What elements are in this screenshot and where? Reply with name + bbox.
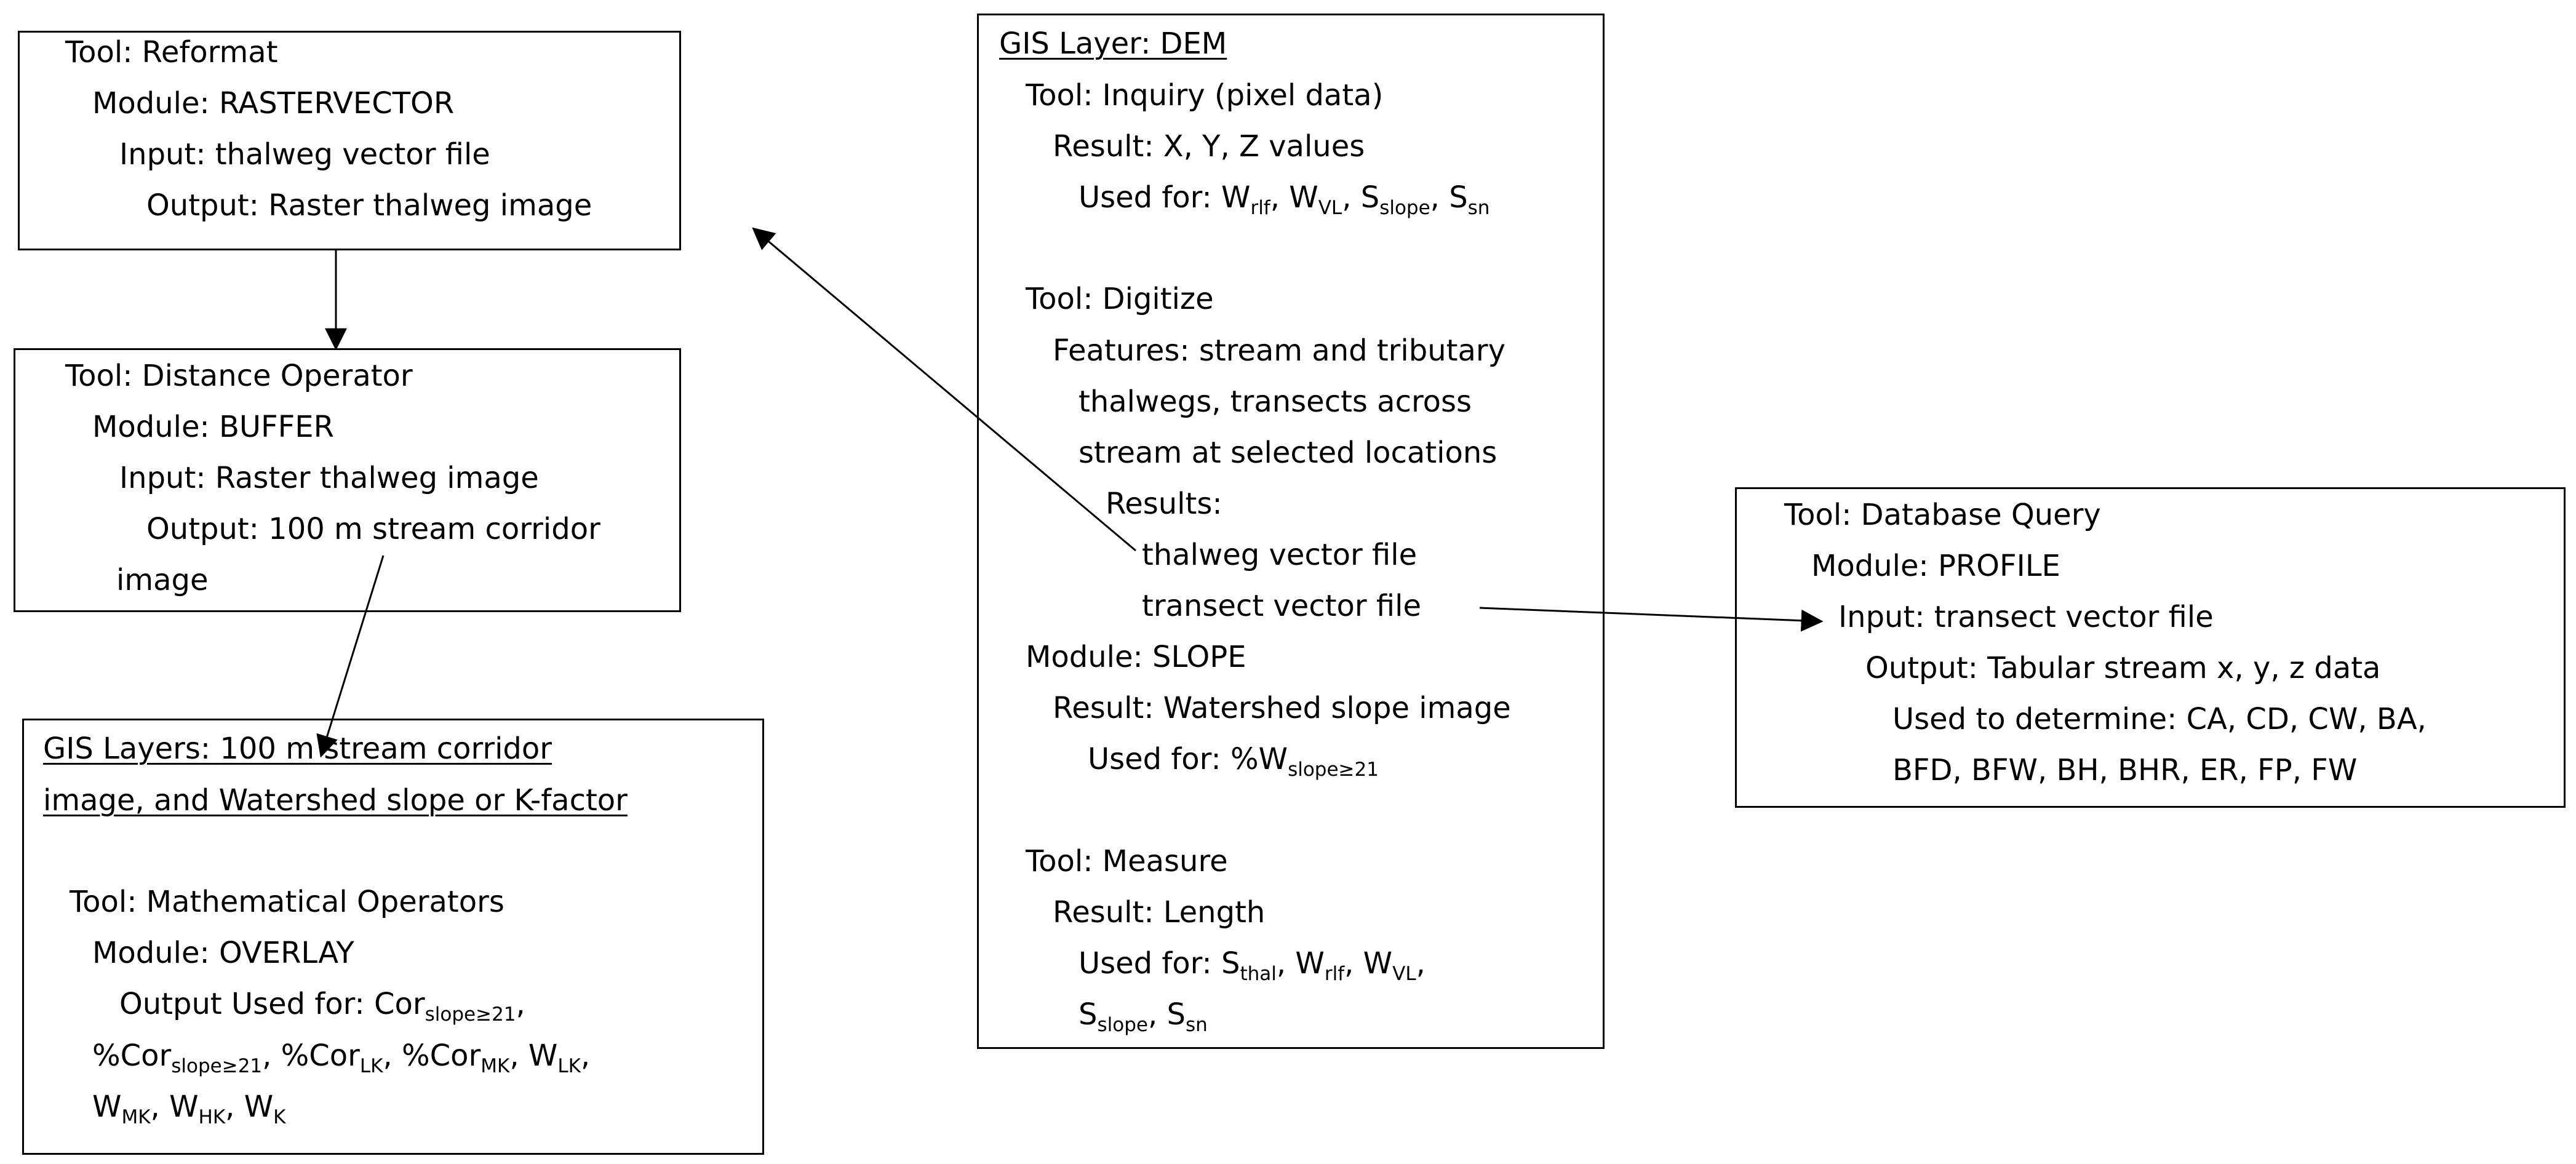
digitize-features-line1: Features: stream and tributary (1053, 333, 1506, 368)
inquiry-tool: Tool: Inquiry (pixel data) (1026, 78, 1384, 113)
inquiry-used-for: Used for: Wrlf, WVL, Sslope, Ssn (1079, 180, 1490, 219)
measure-tool: Tool: Measure (1026, 844, 1228, 879)
distance-input: Input: Raster thalweg image (119, 461, 539, 495)
reformat-box (18, 31, 681, 250)
overlay-module: Module: OVERLAY (92, 936, 354, 970)
profile-input: Input: transect vector file (1838, 600, 2214, 634)
profile-tool: Tool: Database Query (1784, 498, 2101, 532)
overlay-title-line1: GIS Layers: 100 m stream corridor (43, 731, 552, 766)
profile-used-line2: BFD, BFW, BH, BHR, ER, FP, FW (1892, 753, 2358, 787)
overlay-box (22, 719, 764, 1155)
reformat-output: Output: Raster thalweg image (146, 188, 592, 223)
measure-used-for-line1: Used for: Sthal, Wrlf, WVL, (1079, 946, 1426, 985)
reformat-module: Module: RASTERVECTOR (92, 86, 455, 121)
overlay-output-line2: %Corslope≥21, %CorLK, %CorMK, WLK, (92, 1038, 591, 1077)
overlay-tool: Tool: Mathematical Operators (70, 885, 504, 919)
overlay-output-line1: Output Used for: Corslope≥21, (119, 987, 525, 1026)
distance-output-line1: Output: 100 m stream corridor (146, 512, 600, 546)
overlay-output-line3: WMK, WHK, WK (92, 1090, 286, 1128)
reformat-input: Input: thalweg vector file (119, 137, 490, 172)
distance-tool: Tool: Distance Operator (65, 359, 413, 393)
distance-output-line2: image (116, 563, 209, 597)
profile-box (1735, 487, 2566, 808)
profile-module: Module: PROFILE (1811, 549, 2060, 583)
profile-used-line1: Used to determine: CA, CD, CW, BA, (1892, 702, 2426, 736)
digitize-result-thalweg: thalweg vector file (1142, 538, 1418, 572)
slope-used-for: Used for: %Wslope≥21 (1088, 742, 1379, 781)
measure-result: Result: Length (1053, 895, 1266, 930)
measure-used-for-line2: Sslope, Ssn (1079, 997, 1208, 1036)
digitize-results-label: Results: (1106, 487, 1222, 521)
digitize-features-line3: stream at selected locations (1079, 436, 1497, 470)
digitize-result-transect: transect vector file (1142, 589, 1422, 623)
profile-output: Output: Tabular stream x, y, z data (1865, 651, 2381, 685)
digitize-tool: Tool: Digitize (1026, 282, 1214, 316)
overlay-title-line2: image, and Watershed slope or K-factor (43, 783, 628, 818)
slope-module: Module: SLOPE (1026, 640, 1246, 674)
dem-box (977, 14, 1605, 1049)
reformat-tool: Tool: Reformat (65, 35, 278, 70)
inquiry-result: Result: X, Y, Z values (1053, 129, 1365, 164)
distance-module: Module: BUFFER (92, 410, 334, 444)
slope-result: Result: Watershed slope image (1053, 691, 1511, 725)
dem-title: GIS Layer: DEM (999, 26, 1227, 61)
digitize-features-line2: thalwegs, transects across (1079, 385, 1472, 419)
